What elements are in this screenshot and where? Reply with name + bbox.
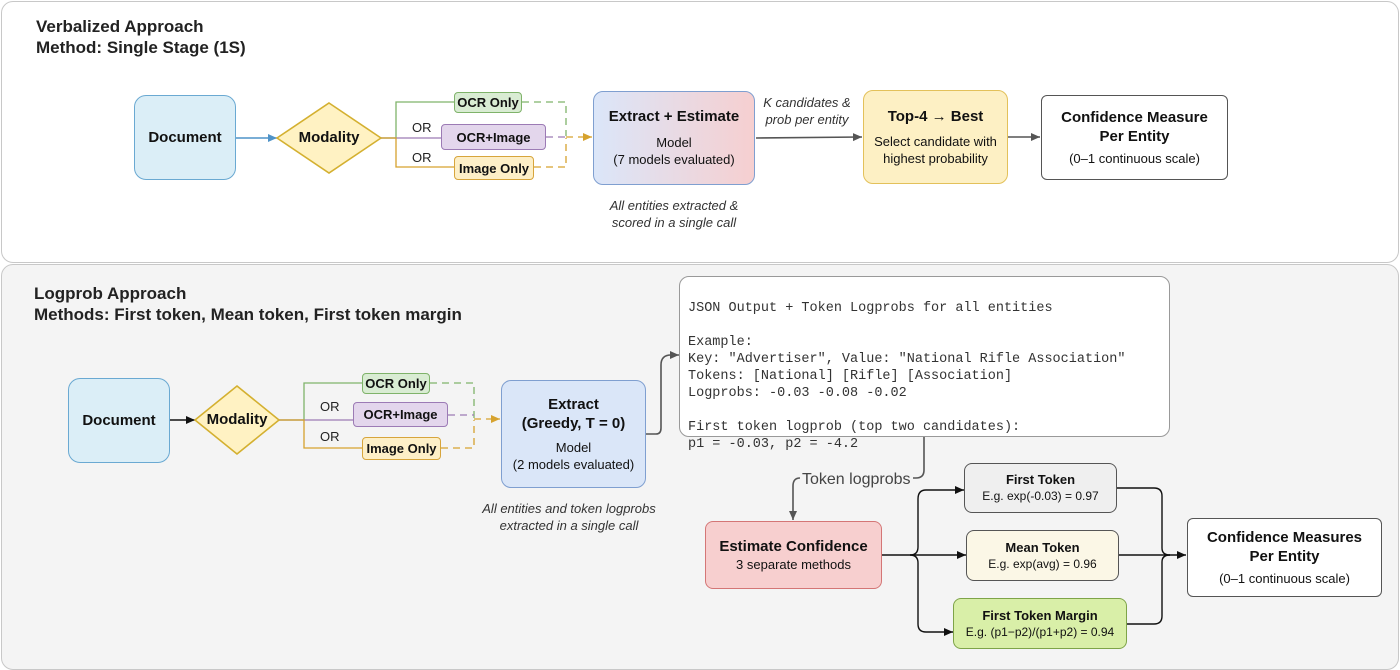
- json-line: Example:: [688, 335, 753, 350]
- or-label: OR: [412, 150, 432, 165]
- modality-label-bottom: Modality: [206, 411, 268, 428]
- verbalized-note: All entities extracted & scored in a sin…: [590, 197, 758, 231]
- conf-title: Per Entity: [1099, 128, 1170, 145]
- arrow-label-line: prob per entity: [765, 112, 849, 127]
- option-ocr-image-top: OCR+Image: [441, 124, 546, 150]
- top4-desc: Select candidate with: [874, 133, 997, 149]
- document-label: Document: [82, 412, 156, 429]
- note-line: All entities and token logprobs: [482, 501, 656, 516]
- conf-title: Confidence Measures: [1206, 529, 1363, 546]
- confidence-measures-node-bottom: Confidence Measures Per Entity (0–1 cont…: [1187, 518, 1382, 597]
- token-logprobs-label: Token logprobs: [800, 471, 913, 489]
- option-ocr-image-bottom: OCR+Image: [353, 402, 448, 427]
- top4-best-node: Top-4 → Best Select candidate with highe…: [863, 90, 1008, 184]
- logprob-title: Logprob Approach: [34, 284, 187, 303]
- option-ocr-only-bottom: OCR Only: [362, 373, 430, 394]
- conf-title: Per Entity: [1249, 548, 1320, 565]
- logprob-note: All entities and token logprobs extracte…: [460, 500, 678, 534]
- method-name: Mean Token: [1005, 539, 1080, 555]
- logprob-subtitle: Methods: First token, Mean token, First …: [34, 305, 462, 324]
- json-line: First token logprob (top two candidates)…: [688, 420, 1021, 435]
- top4-title: Top-4 → Best: [887, 107, 984, 125]
- extract-models-count: (7 models evaluated): [613, 152, 735, 167]
- confidence-measure-node-top: Confidence Measure Per Entity (0–1 conti…: [1041, 95, 1228, 180]
- document-node-bottom: Document: [68, 378, 170, 463]
- method-first-token-margin: First Token Margin E.g. (p1−p2)/(p1+p2) …: [953, 598, 1127, 649]
- note-line: scored in a single call: [611, 215, 737, 230]
- json-line: p1 = -0.03, p2 = -4.2: [688, 437, 859, 452]
- option-ocr-only-top: OCR Only: [454, 92, 522, 113]
- candidates-arrow-label: K candidates & prob per entity: [752, 94, 862, 128]
- conf-title: Confidence Measure: [1061, 109, 1208, 126]
- json-line: [688, 317, 1161, 334]
- top4-desc: highest probability: [883, 150, 988, 166]
- or-label: OR: [412, 120, 432, 135]
- json-line: JSON Output + Token Logprobs for all ent…: [688, 301, 1053, 316]
- json-line: Key: "Advertiser", Value: "National Rifl…: [688, 352, 1126, 367]
- method-example: E.g. (p1−p2)/(p1+p2) = 0.94: [965, 624, 1115, 639]
- json-output-box: JSON Output + Token Logprobs for all ent…: [679, 276, 1170, 452]
- method-example: E.g. exp(-0.03) = 0.97: [982, 489, 1099, 503]
- document-node-top: Document: [134, 95, 236, 180]
- json-line: Tokens: [National] [Rifle] [Association]: [688, 369, 1013, 384]
- or-label: OR: [320, 399, 340, 414]
- method-name: First Token: [1005, 472, 1076, 487]
- option-image-only-top: Image Only: [454, 156, 534, 180]
- estimate-title: Estimate Confidence: [719, 538, 868, 555]
- extract-model-label: Model: [656, 135, 692, 150]
- extract-title: Extract: [548, 396, 599, 413]
- estimate-sub: 3 separate methods: [736, 557, 851, 572]
- conf-scale: (0–1 continuous scale): [1219, 571, 1350, 586]
- json-line: Logprobs: -0.03 -0.08 -0.02: [688, 386, 907, 401]
- method-first-token: First Token E.g. exp(-0.03) = 0.97: [964, 463, 1117, 513]
- extract-models-count: (2 models evaluated): [512, 457, 635, 472]
- extract-estimate-title: Extract + Estimate: [608, 108, 740, 125]
- conf-scale: (0–1 continuous scale): [1069, 151, 1200, 166]
- or-label: OR: [320, 429, 340, 444]
- extract-greedy-node: Extract (Greedy, T = 0) Model (2 models …: [501, 380, 646, 488]
- estimate-confidence-node: Estimate Confidence 3 separate methods: [705, 521, 882, 589]
- verbalized-title: Verbalized Approach: [36, 17, 204, 36]
- verbalized-subtitle: Method: Single Stage (1S): [36, 38, 246, 57]
- arrow-label-line: K candidates &: [763, 95, 851, 110]
- note-line: All entities extracted &: [609, 198, 739, 213]
- document-label: Document: [148, 129, 222, 146]
- json-line: [688, 402, 1161, 419]
- note-line: extracted in a single call: [499, 518, 639, 533]
- option-image-only-bottom: Image Only: [362, 437, 441, 460]
- extract-title: (Greedy, T = 0): [521, 415, 626, 432]
- extract-model-label: Model: [555, 440, 592, 455]
- extract-estimate-node: Extract + Estimate Model (7 models evalu…: [593, 91, 755, 185]
- method-name: First Token Margin: [982, 607, 1098, 623]
- modality-label-top: Modality: [298, 129, 360, 146]
- method-example: E.g. exp(avg) = 0.96: [988, 556, 1097, 571]
- method-mean-token: Mean Token E.g. exp(avg) = 0.96: [966, 530, 1119, 581]
